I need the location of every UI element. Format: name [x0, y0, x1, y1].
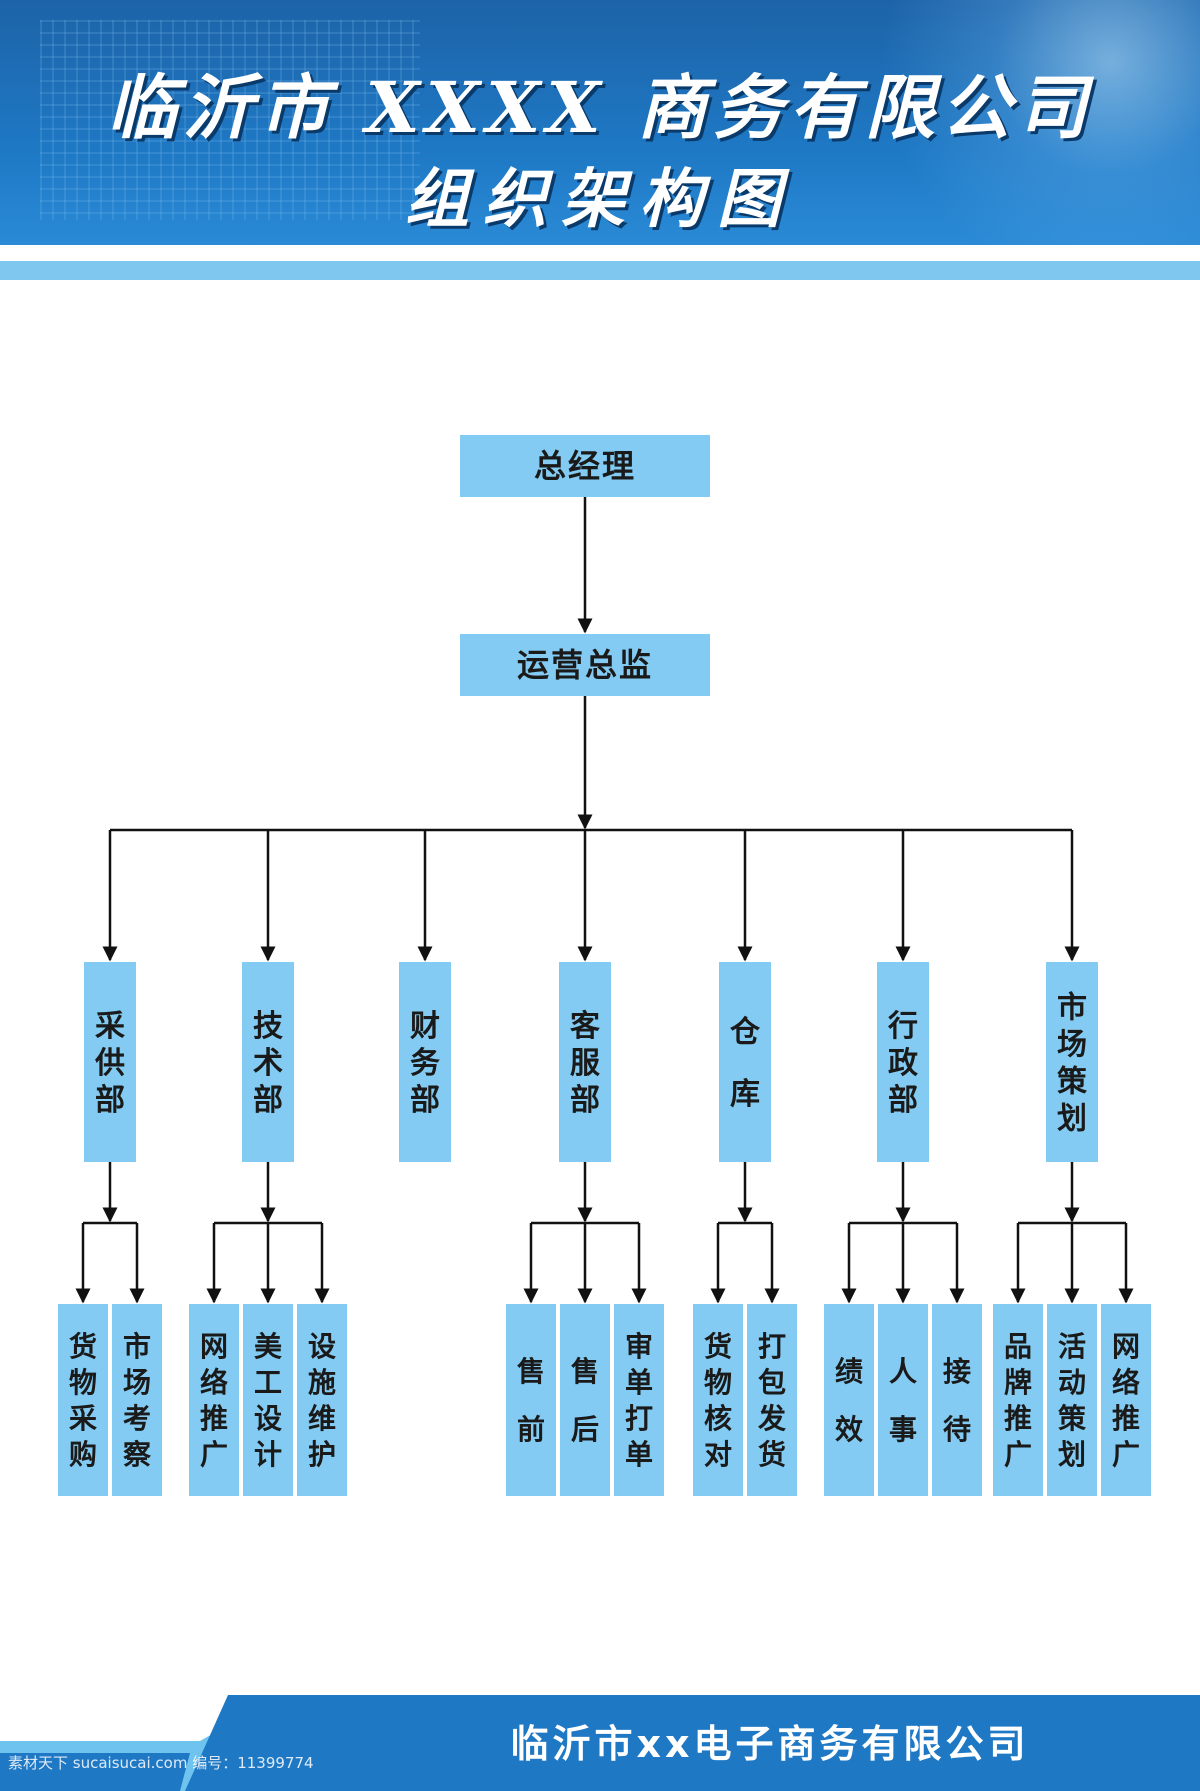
node-child-1-2-box — [297, 1304, 347, 1496]
node-child-5-1-box — [878, 1304, 928, 1496]
footer-company-name: 临沂市xx电子商务有限公司 — [510, 1722, 1030, 1766]
node-root-label: 总经理 — [534, 447, 636, 485]
header-divider-white — [0, 245, 1200, 261]
node-child-1-2-label: 设施维护 — [308, 1330, 336, 1471]
header-divider-blue — [0, 261, 1200, 280]
node-dept-5: 行政部 — [877, 962, 929, 1162]
node-child-6-0: 品牌推广 — [993, 1304, 1043, 1496]
node-child-6-2: 网络推广 — [1101, 1304, 1151, 1496]
node-dept-0-box — [84, 962, 136, 1162]
node-dept-3: 客服部 — [559, 962, 611, 1162]
node-child-1-1-label: 美工设计 — [254, 1330, 282, 1471]
node-child-1-1-box — [243, 1304, 293, 1496]
node-dept-3-label: 客服部 — [570, 1009, 601, 1118]
node-child-6-1: 活动策划 — [1047, 1304, 1097, 1496]
node-dept-6-box — [1046, 962, 1098, 1162]
node-child-0-0-label: 货物采购 — [69, 1330, 97, 1471]
node-level2-box — [460, 634, 710, 696]
node-child-6-1-box — [1047, 1304, 1097, 1496]
node-dept-6: 市场策划 — [1046, 962, 1098, 1162]
node-child-0-0: 货物采购 — [58, 1304, 108, 1496]
node-child-5-0-box — [824, 1304, 874, 1496]
world-map-decoration — [40, 20, 420, 220]
node-child-3-1: 售后 — [560, 1304, 610, 1496]
node-child-1-2: 设施维护 — [297, 1304, 347, 1496]
node-child-3-2-box — [614, 1304, 664, 1496]
node-child-4-0: 货物核对 — [693, 1304, 743, 1496]
node-child-6-1-label: 活动策划 — [1058, 1330, 1086, 1471]
node-child-0-1: 市场考察 — [112, 1304, 162, 1496]
node-child-3-2: 审单打单 — [614, 1304, 664, 1496]
node-child-5-1: 人事 — [878, 1304, 928, 1496]
node-level2: 运营总监 — [460, 634, 710, 696]
node-dept-1-box — [242, 962, 294, 1162]
node-child-6-0-box — [993, 1304, 1043, 1496]
node-child-4-1: 打包发货 — [747, 1304, 797, 1496]
node-child-5-0: 绩效 — [824, 1304, 874, 1496]
footer-band — [0, 1695, 1200, 1791]
footer: 临沂市xx电子商务有限公司 — [0, 1695, 1200, 1791]
node-dept-2: 财务部 — [399, 962, 451, 1162]
node-dept-0: 采供部 — [84, 962, 136, 1162]
node-child-0-0-box — [58, 1304, 108, 1496]
node-dept-3-box — [559, 962, 611, 1162]
node-dept-2-box — [399, 962, 451, 1162]
org-chart: 总经理运营总监采供部货物采购市场考察技术部网络推广美工设计设施维护财务部客服部售… — [58, 435, 1151, 1496]
globe-glow-decoration — [840, 0, 1200, 245]
node-child-4-0-label: 货物核对 — [704, 1330, 732, 1471]
node-dept-5-label: 行政部 — [887, 1009, 918, 1118]
node-child-5-2-label: 接待 — [943, 1355, 971, 1446]
node-child-1-0-label: 网络推广 — [200, 1330, 228, 1471]
node-dept-6-label: 市场策划 — [1057, 990, 1087, 1136]
watermark-text: 素材天下 sucaisucai.com 编号：11399774 — [8, 1754, 314, 1772]
node-child-6-2-label: 网络推广 — [1112, 1330, 1140, 1471]
node-child-1-1: 美工设计 — [243, 1304, 293, 1496]
node-child-5-0-label: 绩效 — [835, 1355, 863, 1446]
node-child-5-2: 接待 — [932, 1304, 982, 1496]
node-root: 总经理 — [460, 435, 710, 497]
node-child-4-1-label: 打包发货 — [757, 1330, 786, 1471]
node-child-1-0: 网络推广 — [189, 1304, 239, 1496]
page-title: 临沂市 XXXX 商务有限公司 — [107, 66, 1093, 149]
node-dept-1: 技术部 — [242, 962, 294, 1162]
node-child-6-0-label: 品牌推广 — [1004, 1330, 1032, 1471]
node-child-5-1-label: 人事 — [889, 1355, 917, 1446]
node-child-0-1-box — [112, 1304, 162, 1496]
node-child-3-0: 售前 — [506, 1304, 556, 1496]
header-banner: 临沂市 XXXX 商务有限公司 组织架构图 — [0, 0, 1200, 245]
node-child-5-2-box — [932, 1304, 982, 1496]
node-child-6-2-box — [1101, 1304, 1151, 1496]
node-root-box — [460, 435, 710, 497]
node-dept-2-label: 财务部 — [410, 1009, 440, 1118]
node-child-4-0-box — [693, 1304, 743, 1496]
node-dept-0-label: 采供部 — [94, 1009, 125, 1118]
node-child-3-1-label: 售后 — [571, 1355, 599, 1446]
page-subtitle: 组织架构图 — [405, 162, 795, 237]
node-dept-4-label: 仓库 — [730, 1015, 761, 1112]
node-child-0-1-label: 市场考察 — [123, 1330, 152, 1471]
node-dept-1-label: 技术部 — [253, 1009, 283, 1118]
node-child-1-0-box — [189, 1304, 239, 1496]
node-dept-4-box — [719, 962, 771, 1162]
node-child-3-2-label: 审单打单 — [625, 1330, 653, 1471]
node-dept-5-box — [877, 962, 929, 1162]
node-child-3-0-label: 售前 — [517, 1355, 545, 1446]
node-child-4-1-box — [747, 1304, 797, 1496]
node-child-3-0-box — [506, 1304, 556, 1496]
node-level2-label: 运营总监 — [517, 646, 653, 684]
node-dept-4: 仓库 — [719, 962, 771, 1162]
node-child-3-1-box — [560, 1304, 610, 1496]
